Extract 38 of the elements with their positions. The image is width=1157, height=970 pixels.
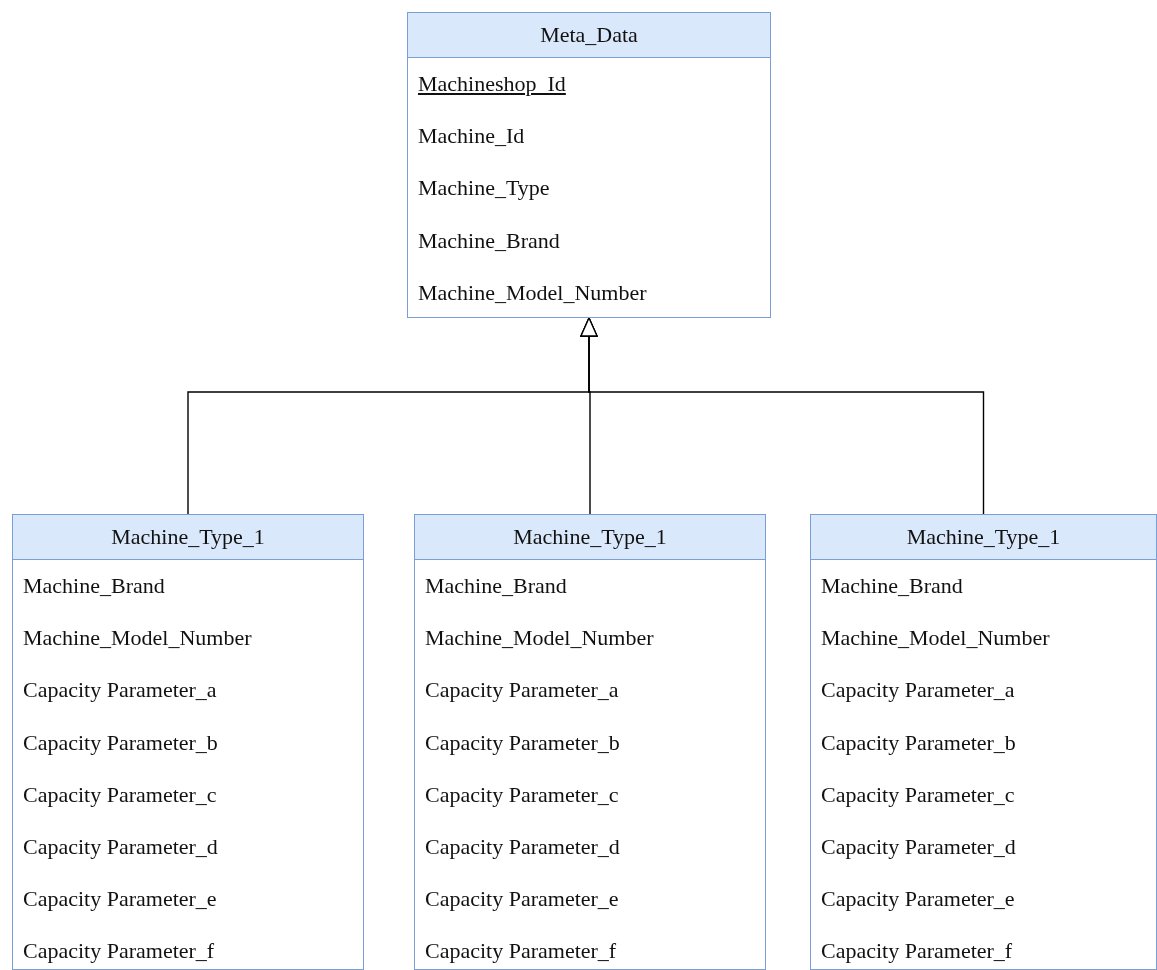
attribute-text: Capacity Parameter_a — [821, 677, 1015, 703]
attribute-text: Machineshop_Id — [418, 71, 566, 96]
attribute-text: Capacity Parameter_a — [23, 677, 217, 703]
class-box — [414, 514, 766, 970]
class-name: Machine_Type_1 — [111, 524, 265, 549]
attribute-text: Machine_Id — [418, 123, 525, 149]
attribute-text: Machine_Type — [418, 175, 550, 201]
attribute-text: Capacity Parameter_e — [821, 886, 1015, 912]
attribute-text: Capacity Parameter_e — [425, 886, 619, 912]
class-name: Machine_Type_1 — [513, 524, 667, 549]
attribute-text: Capacity Parameter_f — [23, 938, 215, 964]
attribute-text: Machine_Brand — [418, 227, 560, 253]
class-box — [810, 514, 1157, 970]
class-name: Machine_Type_1 — [906, 524, 1061, 549]
attribute-text: Capacity Parameter_c — [425, 781, 619, 807]
attribute-text: Machine_Brand — [821, 573, 963, 598]
class-name: Meta_Data — [540, 22, 638, 47]
attribute-text: Capacity Parameter_a — [425, 677, 619, 703]
attribute-text: Capacity Parameter_c — [23, 781, 217, 807]
class-box — [12, 514, 364, 970]
attribute-text: Machine_Model_Number — [418, 279, 647, 305]
attribute-text: Capacity Parameter_b — [23, 729, 218, 755]
attribute-text: Capacity Parameter_e — [23, 886, 217, 912]
inheritance-arrow — [580, 317, 985, 515]
attribute-text: Machine_Model_Number — [23, 625, 252, 651]
attribute-text: Machine_Brand — [425, 573, 567, 598]
attribute-text: Capacity Parameter_d — [23, 833, 218, 859]
attribute-text: Capacity Parameter_f — [821, 938, 1013, 964]
attribute-text: Capacity Parameter_f — [425, 938, 617, 964]
attribute-text: Machine_Model_Number — [821, 625, 1050, 651]
attribute-text: Machine_Model_Number — [425, 625, 654, 651]
attribute-text: Capacity Parameter_b — [425, 729, 620, 755]
attribute-text: Capacity Parameter_d — [821, 833, 1016, 859]
attribute-text: Capacity Parameter_c — [821, 781, 1015, 807]
attribute-text: Capacity Parameter_b — [821, 729, 1016, 755]
attribute-text: Capacity Parameter_d — [425, 833, 620, 859]
attribute-text: Machine_Brand — [23, 573, 165, 598]
class-box — [407, 12, 771, 318]
